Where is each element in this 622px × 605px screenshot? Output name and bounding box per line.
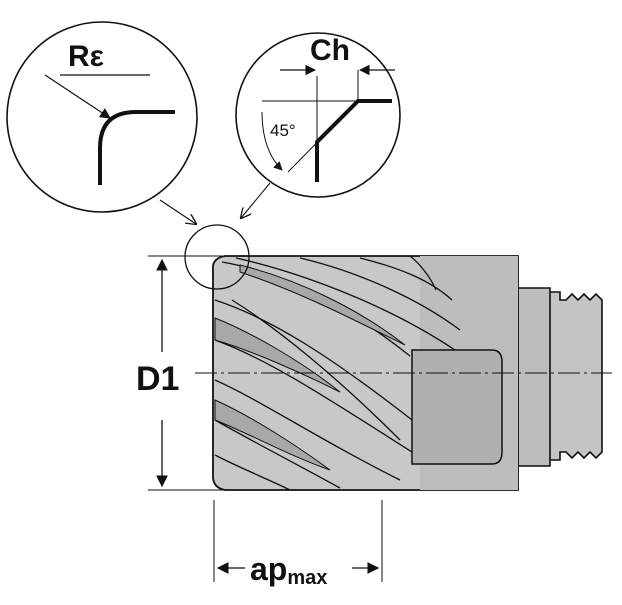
- chamfer-angle-arc: [261, 111, 283, 171]
- threaded-shank: [547, 291, 603, 461]
- chamfer-angle-label: 45°: [270, 121, 296, 140]
- corner-radius-leader: [44, 74, 111, 119]
- ap-sub: max: [287, 567, 327, 589]
- chamfer-diagonal: [287, 100, 359, 173]
- ap-main: ap: [250, 551, 287, 587]
- chamfer-detail: Ch 45°: [235, 32, 401, 198]
- diameter-label: D1: [136, 360, 179, 398]
- drive-flat: [411, 349, 503, 465]
- tool-neck: [514, 287, 551, 467]
- corner-highlight-circle: [184, 224, 250, 290]
- corner-radius-profile: [98, 110, 175, 185]
- chamfer-label: Ch: [310, 34, 350, 67]
- corner-radius-label: Rε: [68, 40, 104, 73]
- ap-max-dimension: apmax: [213, 500, 383, 589]
- ap-max-label: apmax: [250, 551, 327, 589]
- detail-leaders: [159, 182, 271, 290]
- corner-radius-detail: Rε: [6, 21, 198, 213]
- end-mill-body: [195, 255, 612, 491]
- diameter-dimension: D1: [136, 255, 222, 491]
